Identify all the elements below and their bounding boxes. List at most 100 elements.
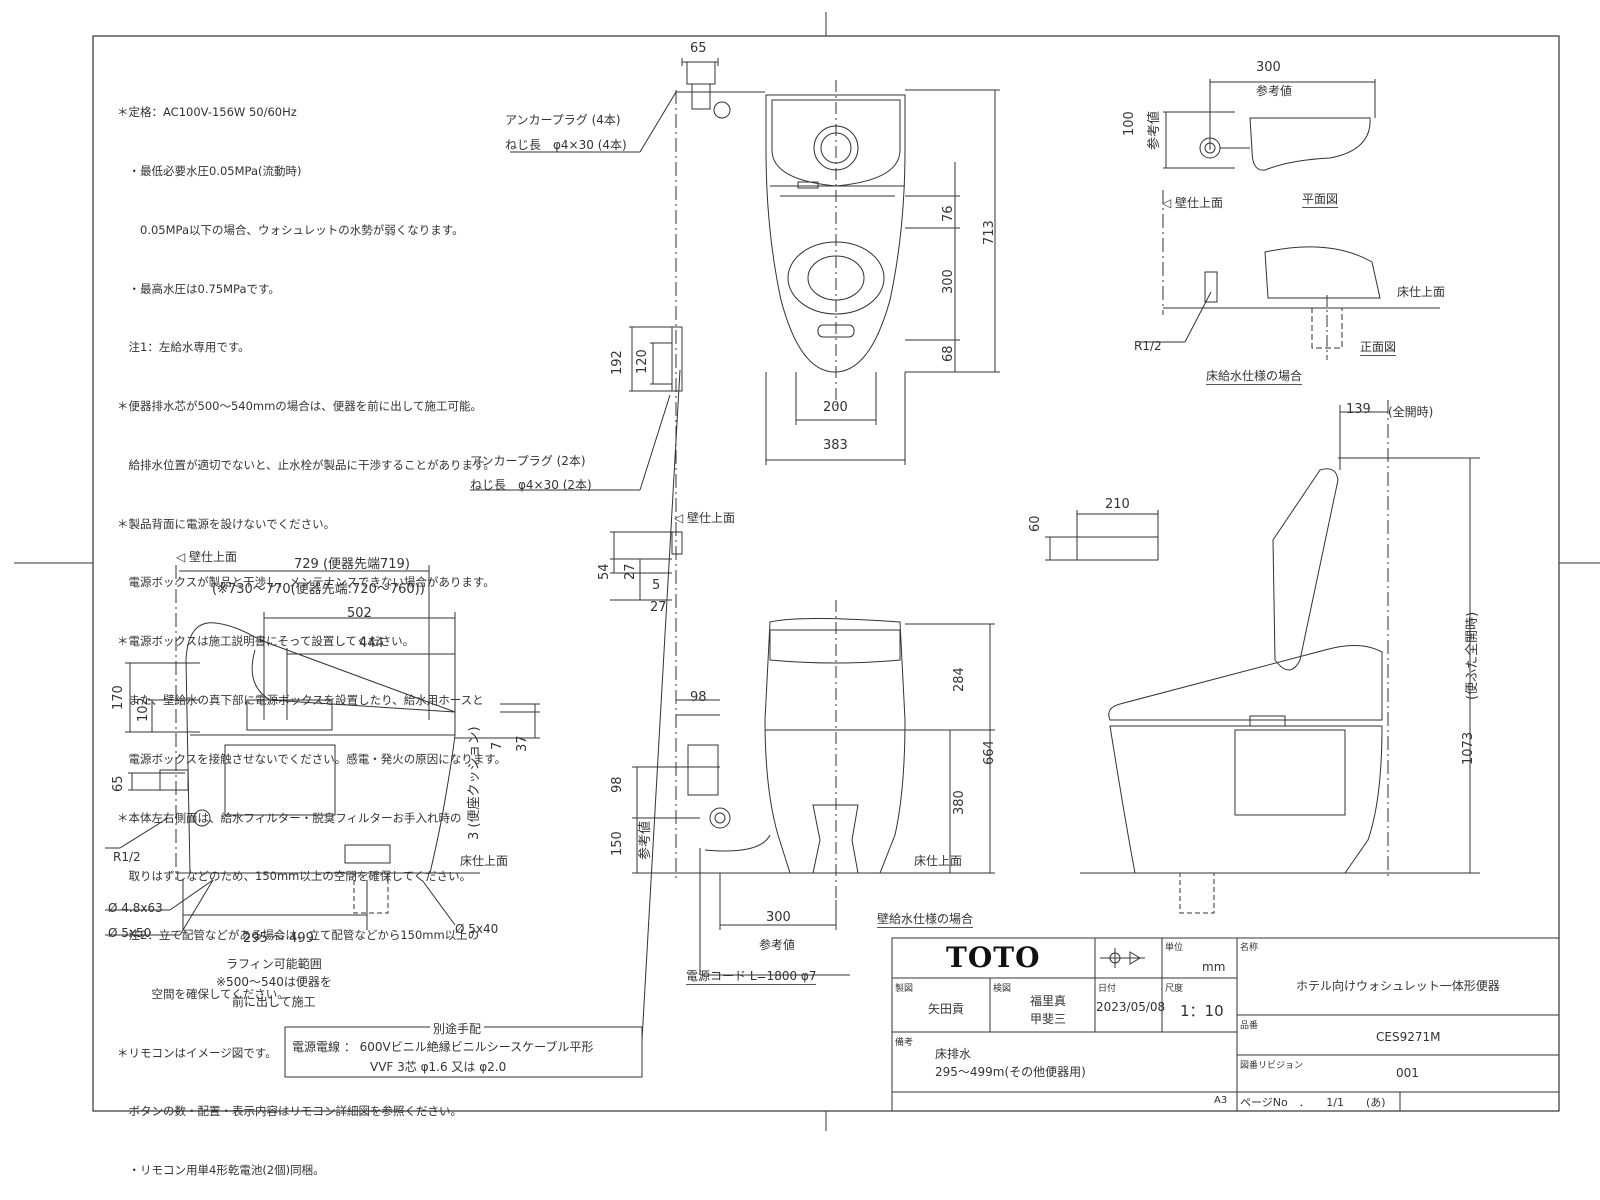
note-line: 空間を確保してください。 [117,986,289,1001]
dim-170: 170 [111,685,126,710]
extra-arrangement-line-2: VVF 3芯 φ1.6 又は φ2.0 [370,1060,507,1074]
wall-supply-caption: 壁給水仕様の場合 [877,912,974,928]
checked-by-1: 福里真 [1030,994,1067,1008]
wall-surface-label-plan: ◁ 壁仕上面 [1162,196,1224,210]
left-side-view [105,565,540,936]
dim-295-499: 295 ～ 499 [243,931,314,946]
note-line: ＊製品背面に電源を設けないでください。 [117,516,336,531]
note-line: ・最高水圧は0.75MPaです。 [117,281,280,296]
drawing-sheet [14,12,1600,1131]
note-line: 注1：左給水専用です。 [117,340,250,355]
dim-68: 68 [941,345,956,362]
dim-76: 76 [941,205,956,222]
date-label: 日付 [1098,984,1117,994]
screw-2-label: ねじ長 φ4×30 (2本) [470,478,592,492]
remark-label: 備考 [895,1038,914,1048]
note-line: ＊定格：AC100V-156W 50/60Hz [117,105,297,120]
dim-300-top-right: 300 [1256,60,1281,75]
ref-value-label: 参考値 [1256,84,1293,98]
dim-27b: 27 [650,600,667,615]
dim-380: 380 [952,790,967,815]
remark-line-2: 295～499m(その他便器用) [935,1065,1086,1079]
dim-444: 444 [359,636,384,651]
note-line: また、壁給水の真下部に電源ボックスを設置したり、給水用ホースと [117,693,484,707]
r12-label-side: R1/2 [113,850,141,864]
scale-value: 1：10 [1180,1002,1224,1020]
dim-502: 502 [347,606,372,621]
raffin-note-2: 前に出して施工 [232,995,316,1009]
drawn-label: 製図 [895,984,914,994]
plan-view-label: 平面図 [1302,192,1339,208]
checked-by-2: 甲斐三 [1030,1012,1067,1026]
wall-surface-text: 壁仕上面 [1175,196,1224,210]
remark-line-1: 床排水 [935,1047,972,1061]
scale-label: 尺度 [1165,984,1184,994]
dim-98-horizontal: 98 [690,690,707,705]
dim-54: 54 [597,563,612,580]
dim-150: 150 [610,831,625,856]
note-line: 0.05MPa以下の場合、ウォシュレットの水勢が弱くなります。 [117,222,464,237]
note-line: ボタンの数・配置・表示内容はリモコン詳細図を参照ください。 [117,1104,462,1119]
seat-cushion-label: 3 (便座クッション) [467,726,482,840]
revision-label: 図番リビジョン [1240,1061,1304,1071]
note-line: 注2：立て配管などがある場合は、立て配管などから150mm以上の [117,928,480,943]
note-line: 給排水位置が適切でないと、止水栓が製品に干渉することがあります。 [117,457,495,472]
r12-label-top: R1/2 [1134,339,1162,353]
dim-139: 139 [1346,402,1371,417]
unit-value: mm [1202,960,1226,974]
dim-192: 192 [610,350,625,375]
dim-200: 200 [823,400,848,415]
top-plan-view [470,58,1000,880]
dim-102: 102 [136,697,151,722]
hole-5x50-label: Ø 5x50 [108,926,152,940]
dim-7: 7 [490,741,505,750]
floor-supply-caption: 床給水仕様の場合 [1206,369,1303,385]
lid-open-label: (便ふた全開時) [1465,611,1480,700]
ref-value-label: 参考値 [638,820,653,860]
power-cord-label: 電源コード L=1800 φ7 [686,969,817,985]
dim-120: 120 [635,349,650,374]
note-line: ＊本体左右側面は、給水フィルター・脱臭フィルターお手入れ時の [117,810,462,825]
dim-60: 60 [1028,515,1043,532]
drawn-by: 矢田貢 [928,1002,965,1016]
remote-control-shape [1076,536,1159,561]
anchor-plug-4-label: アンカープラグ (4本) [505,113,621,127]
model-label: 品番 [1240,1021,1259,1031]
date-value: 2023/05/08 [1096,1000,1166,1014]
unit-label: 単位 [1165,943,1184,953]
note-line: ＊電源ボックスは施工説明書にそって設置してください。 [117,634,415,649]
front-view [610,531,995,976]
product-name: ホテル向けウォシュレット一体形便器 [1296,979,1500,993]
floor-supply-views [1138,79,1440,360]
floor-surface-label-side: 床仕上面 [460,854,509,868]
extra-arrangement-title: 別途手配 [430,1020,485,1037]
hole-5x40-label: Ø 5x40 [455,922,499,936]
note-line: ＊便器排水芯が500～540mmの場合は、便器を前に出して施工可能。 [117,399,482,414]
ref-value-label: 参考値 [759,938,796,952]
dim-300-vertical: 300 [941,269,956,294]
front-view-label: 正面図 [1360,340,1397,356]
note-line: 取りはずしなどのため、150mm以上の空間を確保してください。 [117,869,472,884]
raffin-range-label: ラフィン可能範囲 [226,957,322,971]
dim-65-side: 65 [111,775,126,792]
title-block [891,937,1560,1112]
paper-size: A3 [1214,1095,1228,1106]
model-number: CES9271M [1376,1030,1441,1044]
name-label: 名称 [1240,943,1259,953]
length-729-label: 729 (便器先端719) [294,557,410,572]
note-line: ＊リモコンはイメージ図です。 [117,1045,277,1060]
dim-27a: 27 [623,563,638,580]
full-open-label: (全開時) [1388,405,1434,419]
page-number: ページNo ． 1/1 (あ) [1240,1096,1386,1109]
dim-100: 100 [1122,111,1137,136]
raffin-note-1: ※500～540は便器を [216,975,332,989]
dim-65-top: 65 [690,41,707,56]
wall-surface-label-front: ◁ 壁仕上面 [674,511,736,525]
floor-surface-label-front: 床仕上面 [914,854,963,868]
hole-4-8x63-label: Ø 4.8x63 [108,901,163,915]
dim-713: 713 [982,220,997,245]
dim-37: 37 [515,735,530,752]
dim-210: 210 [1105,497,1130,512]
dim-383: 383 [823,438,848,453]
right-side-view [1080,400,1480,914]
